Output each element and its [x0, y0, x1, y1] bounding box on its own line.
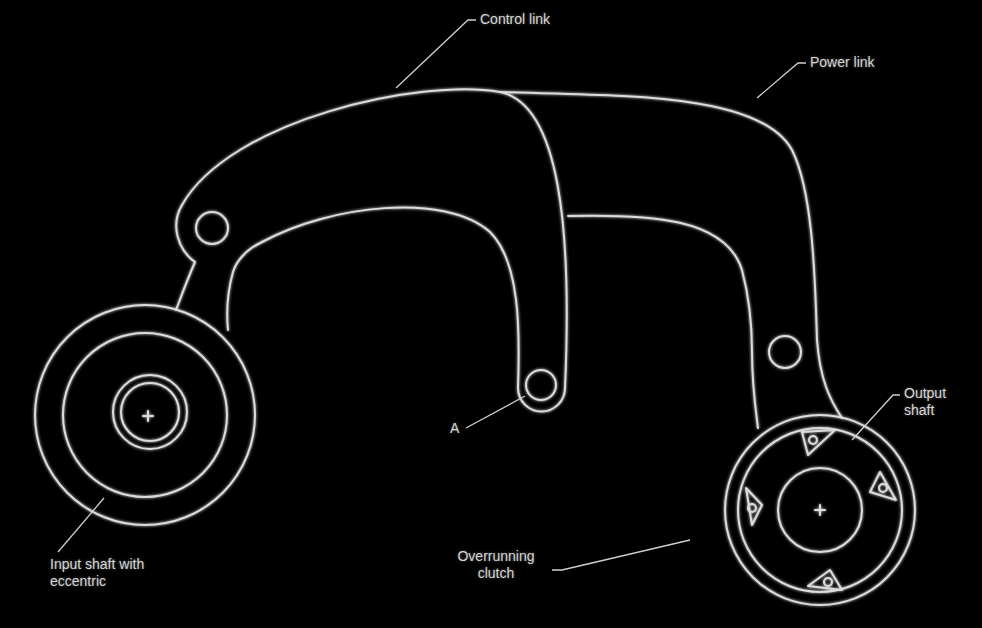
pivot-pin [526, 370, 556, 400]
clutch-roller [746, 430, 896, 590]
part-label: Overrunning clutch [446, 548, 546, 582]
eccentric [63, 333, 227, 497]
clutch-race [738, 428, 902, 592]
pivot-pin [196, 212, 228, 244]
eccentric-hub [113, 375, 187, 449]
center-mark [143, 411, 153, 421]
part-label: Control link [480, 11, 550, 28]
leader-lines [58, 20, 900, 570]
part-label: Output shaft [904, 385, 964, 419]
input-shaft [121, 383, 179, 441]
clutch-housing [725, 415, 915, 605]
power-link [500, 92, 817, 352]
eccentric-strap [35, 305, 255, 525]
output-shaft [778, 468, 862, 552]
part-label: Input shaft with eccentric [50, 556, 154, 590]
eccentric-strap [176, 205, 262, 330]
control-link [182, 89, 567, 411]
pivot-pin [769, 336, 801, 368]
center-mark [815, 505, 825, 515]
part-label: Power link [810, 54, 875, 71]
point-label: A [450, 420, 459, 437]
